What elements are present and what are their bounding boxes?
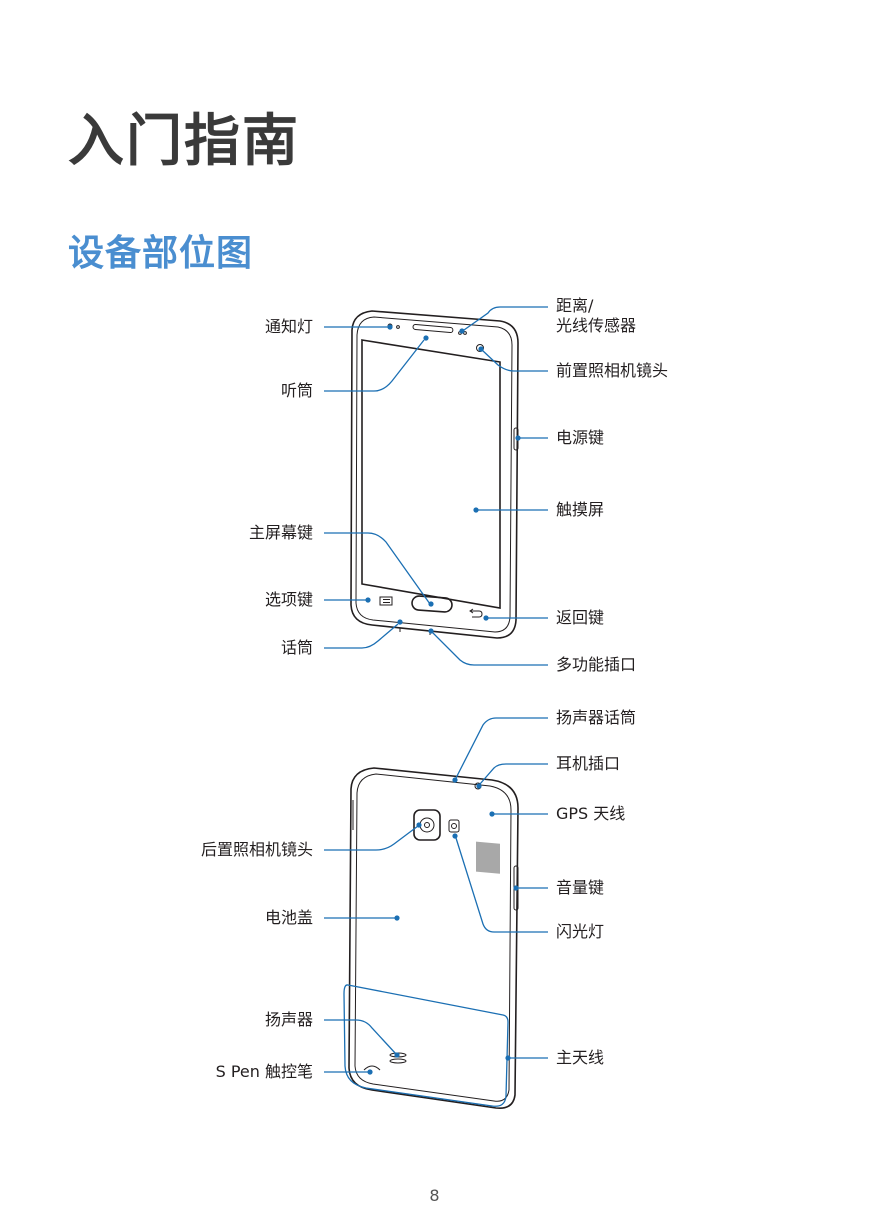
page-number: 8 (429, 1186, 440, 1205)
back-key-icon (469, 608, 483, 618)
front-leader-lines (324, 306, 548, 666)
label-s-pen: S Pen 触控笔 (215, 1062, 313, 1081)
label-proximity-sensor-line2: 光线传感器 (556, 316, 637, 335)
front-camera-lens (476, 344, 484, 352)
label-back-cover: 电池盖 (264, 908, 313, 927)
gps-antenna-area (476, 841, 500, 874)
flash-unit (448, 819, 460, 833)
rear-camera-housing (413, 809, 441, 841)
label-power-key: 电源键 (556, 428, 605, 447)
label-proximity-sensor-line1: 距离/ (556, 296, 594, 315)
s-pen-slot (363, 1065, 381, 1071)
main-antenna-outline (343, 984, 509, 1107)
chapter-title: 入门指南 (68, 109, 300, 174)
label-speaker: 扬声器 (264, 1010, 313, 1029)
earpiece-grille (412, 323, 454, 334)
label-headset-jack: 耳机插口 (556, 754, 621, 773)
back-phone-drawing (348, 767, 519, 1110)
label-volume-key: 音量键 (556, 878, 605, 897)
label-multipurpose-jack: 多功能插口 (556, 655, 637, 674)
label-notification-light: 通知灯 (264, 317, 313, 336)
label-menu-key: 选项键 (264, 590, 313, 609)
back-leader-lines (324, 717, 548, 1075)
menu-key-icon (379, 596, 393, 606)
label-front-camera: 前置照相机镜头 (556, 361, 669, 380)
home-key-button (411, 595, 453, 613)
label-back-key: 返回键 (556, 608, 605, 627)
label-speaker-mic: 扬声器话筒 (556, 708, 637, 727)
label-rear-camera: 后置照相机镜头 (200, 840, 313, 859)
label-flash: 闪光灯 (556, 922, 605, 941)
label-earpiece: 听筒 (280, 381, 313, 400)
label-home-key: 主屏幕键 (248, 523, 313, 542)
front-phone-drawing (350, 310, 519, 639)
rear-camera-lens (419, 817, 435, 833)
label-microphone: 话筒 (280, 638, 313, 657)
label-touch-screen: 触摸屏 (556, 500, 605, 519)
label-gps-antenna: GPS 天线 (556, 804, 626, 823)
section-title: 设备部位图 (68, 233, 254, 274)
label-main-antenna: 主天线 (556, 1048, 605, 1067)
